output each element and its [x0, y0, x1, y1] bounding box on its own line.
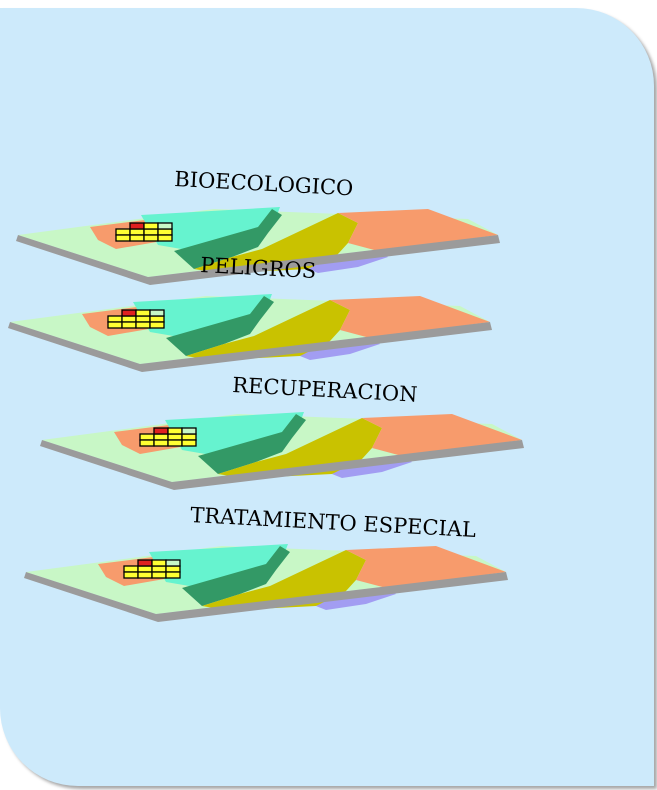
layer-label-recuperacion: RECUPERACION [232, 373, 418, 407]
layer-label-tratamiento-especial: TRATAMIENTO ESPECIAL [190, 503, 477, 542]
layer-label-bioecologico: BIOECOLOGICO [174, 167, 354, 200]
background-panel [0, 8, 654, 786]
layer-label-peligros: PELIGROS [200, 253, 317, 283]
map-layer-tratamiento-especial [23, 543, 509, 623]
map-layer-recuperacion [39, 411, 525, 491]
map-layer-peligros [7, 293, 493, 373]
